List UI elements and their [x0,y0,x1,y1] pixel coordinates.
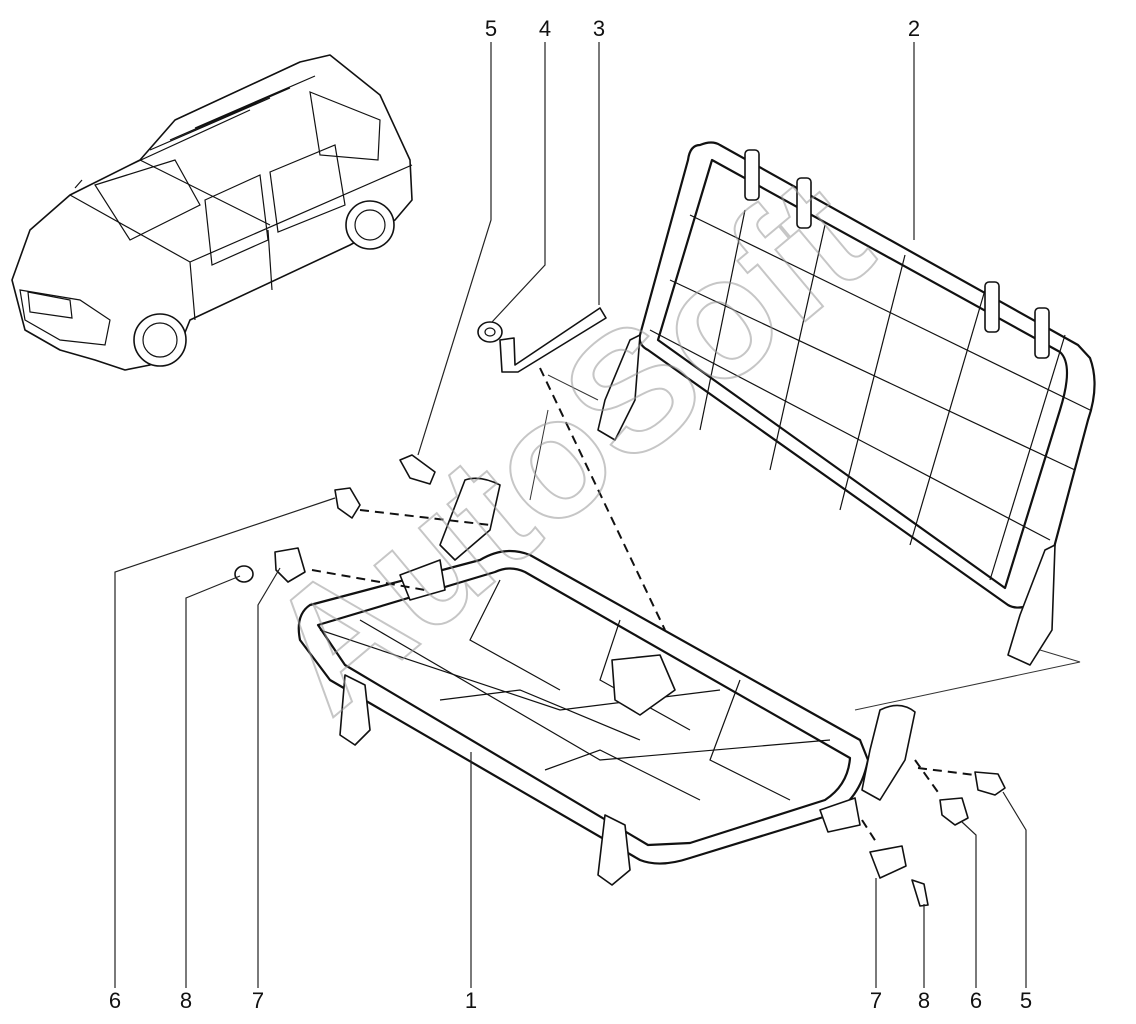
callout-1-bottom: 1 [464,988,478,1013]
callout-4-top: 4 [538,16,552,41]
clip-icon [274,547,907,879]
callout-8-bottom-left: 8 [179,988,193,1013]
callout-3-top: 3 [592,16,606,41]
callout-5-top: 5 [484,16,498,41]
screw-icon [234,565,929,907]
callout-6-bottom-left: 6 [108,988,122,1013]
callout-7-bottom-right: 7 [869,988,883,1013]
callout-6-bottom-right: 6 [969,988,983,1013]
callout-5-bottom-right: 5 [1019,988,1033,1013]
car-icon [11,54,413,371]
strap-icon [499,307,607,373]
washer-icon [477,321,503,343]
callout-2-top: 2 [907,16,921,41]
latch-icon [334,487,969,826]
callout-7-bottom-left: 7 [251,988,265,1013]
bolt-icon [399,454,1006,796]
seat-cushion-frame-icon [297,477,916,886]
callout-8-bottom-right: 8 [917,988,931,1013]
seat-back-frame-icon [597,141,1096,666]
